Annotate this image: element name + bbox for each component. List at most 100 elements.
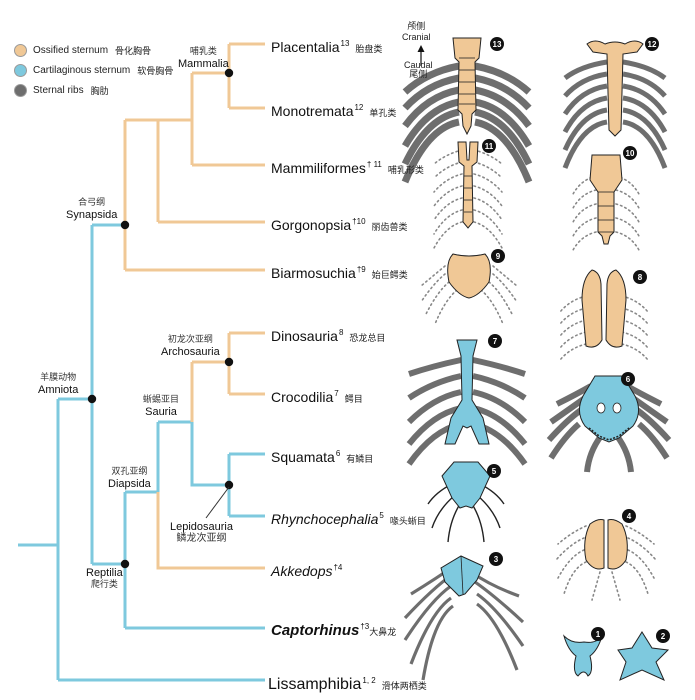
rib: [473, 173, 503, 193]
rib: [492, 265, 518, 287]
fenestra: [596, 402, 606, 414]
specimen-badge: [623, 146, 637, 160]
clade-name: Lepidosauria: [170, 521, 233, 533]
rib: [622, 119, 668, 169]
rib: [584, 434, 604, 473]
rib: [548, 421, 581, 460]
taxon-gorgonopsia: Gorgonopsia†10丽齿兽类: [271, 214, 408, 236]
rib: [424, 281, 450, 317]
rib: [621, 319, 649, 337]
taxon-name: Biarmosuchia: [271, 265, 356, 281]
taxon-name: Squamata: [271, 449, 335, 465]
specimen-number: 2: [661, 632, 666, 641]
clade-name-cn: 哺乳类: [189, 47, 217, 57]
taxon-ref: †3: [360, 622, 370, 631]
taxon-crocodilia: Crocodilia7鳄目: [271, 386, 363, 408]
rib: [473, 185, 503, 207]
taxon-name: Placentalia: [271, 39, 340, 55]
specimen-7-crocodilia: 7: [406, 334, 528, 466]
rib: [433, 221, 463, 249]
sternum-plate: [586, 40, 644, 137]
sternum-plate: [457, 141, 479, 229]
rib: [401, 118, 460, 184]
specimen-number: 3: [494, 555, 499, 564]
rib: [473, 161, 503, 179]
rib: [622, 107, 668, 152]
specimen-number: 5: [492, 467, 497, 476]
rib: [614, 434, 634, 473]
specimen-5-rhynchocephalia: 5: [427, 461, 505, 543]
clade-diapsida: 双孔亚纲 Diapsida: [108, 466, 151, 490]
orientation-caudal-cn: 尾侧: [409, 70, 428, 80]
specimen-number: 1: [596, 630, 601, 639]
legend: Ossified sternum 骨化胸骨 Cartilaginous ster…: [14, 40, 173, 100]
specimen-badge: [490, 37, 504, 51]
rib: [473, 209, 503, 235]
rib: [480, 289, 504, 325]
rib: [563, 561, 587, 595]
rib: [472, 357, 526, 377]
taxon-ref: 7: [334, 389, 339, 398]
legend-label-cn: 骨化胸骨: [115, 46, 152, 57]
taxon-name-cn: 有鳞目: [346, 455, 374, 465]
legend-label: Cartilaginous sternum: [33, 64, 131, 76]
specimen-number: 8: [638, 273, 643, 282]
taxon-name-cn: 丽齿兽类: [371, 223, 408, 233]
rib: [635, 407, 672, 443]
taxon-name: Dinosauria: [271, 328, 338, 344]
specimen-10-gorgonopsia: 10: [571, 146, 641, 253]
legend-label-cn: 胸肋: [90, 86, 109, 97]
taxon-name: Crocodilia: [271, 389, 334, 405]
taxon-ref: 5: [379, 511, 384, 520]
clade-name-cn: 羊膜动物: [40, 373, 77, 383]
rib: [474, 62, 532, 95]
taxon-ref: †10: [352, 217, 366, 226]
rib: [559, 307, 587, 325]
specimen-badge: [591, 627, 605, 641]
specimen-badge: [621, 372, 635, 386]
rib: [615, 203, 641, 225]
rib: [401, 108, 460, 166]
rib: [591, 571, 601, 601]
orientation-cranial: 颅侧 Cranial: [402, 22, 431, 42]
orientation-caudal: Caudal 尾侧: [404, 60, 433, 80]
legend-swatch-ribs: [14, 83, 27, 97]
rib: [615, 217, 641, 239]
rib: [474, 580, 525, 624]
rib: [474, 118, 533, 184]
rib: [557, 549, 585, 579]
rib: [622, 59, 667, 81]
taxon-name: Rhynchocephalia: [271, 511, 379, 527]
branch-lepido-stem: [190, 422, 229, 487]
taxon-squamata: Squamata6有鳞目: [271, 446, 373, 468]
legend-item-cartilaginous: Cartilaginous sternum 软骨胸骨: [14, 60, 173, 80]
branch-akkedops: [156, 492, 265, 570]
rib: [488, 281, 514, 317]
taxon-name: Lissamphibia: [268, 676, 362, 693]
rib: [557, 525, 587, 545]
rib: [420, 273, 446, 303]
rib: [621, 343, 649, 361]
taxon-ref: † 11: [366, 160, 382, 169]
rib: [420, 265, 446, 287]
sternum-plate: [579, 375, 639, 443]
specimen-number: 7: [493, 337, 498, 346]
rib: [625, 561, 649, 595]
specimen-2-lissamphibia: 2: [617, 629, 670, 681]
rib: [571, 175, 597, 197]
specimen-badge: [491, 249, 505, 263]
taxon-name-cn: 滑体两栖类: [381, 682, 427, 692]
rib: [615, 231, 641, 253]
taxon-ref: †9: [356, 265, 366, 274]
rib: [434, 289, 458, 325]
clade-name: Sauria: [145, 406, 177, 418]
taxon-name-cn: 恐龙总目: [349, 334, 386, 344]
rib: [431, 495, 455, 529]
rib: [403, 584, 452, 641]
rib: [473, 221, 503, 249]
specimen-badge: [489, 552, 503, 566]
rib: [473, 149, 503, 165]
clade-name-cn: 鳞龙次亚纲: [176, 533, 227, 544]
taxon-placentalia: Placentalia13胎盘类: [271, 36, 382, 58]
